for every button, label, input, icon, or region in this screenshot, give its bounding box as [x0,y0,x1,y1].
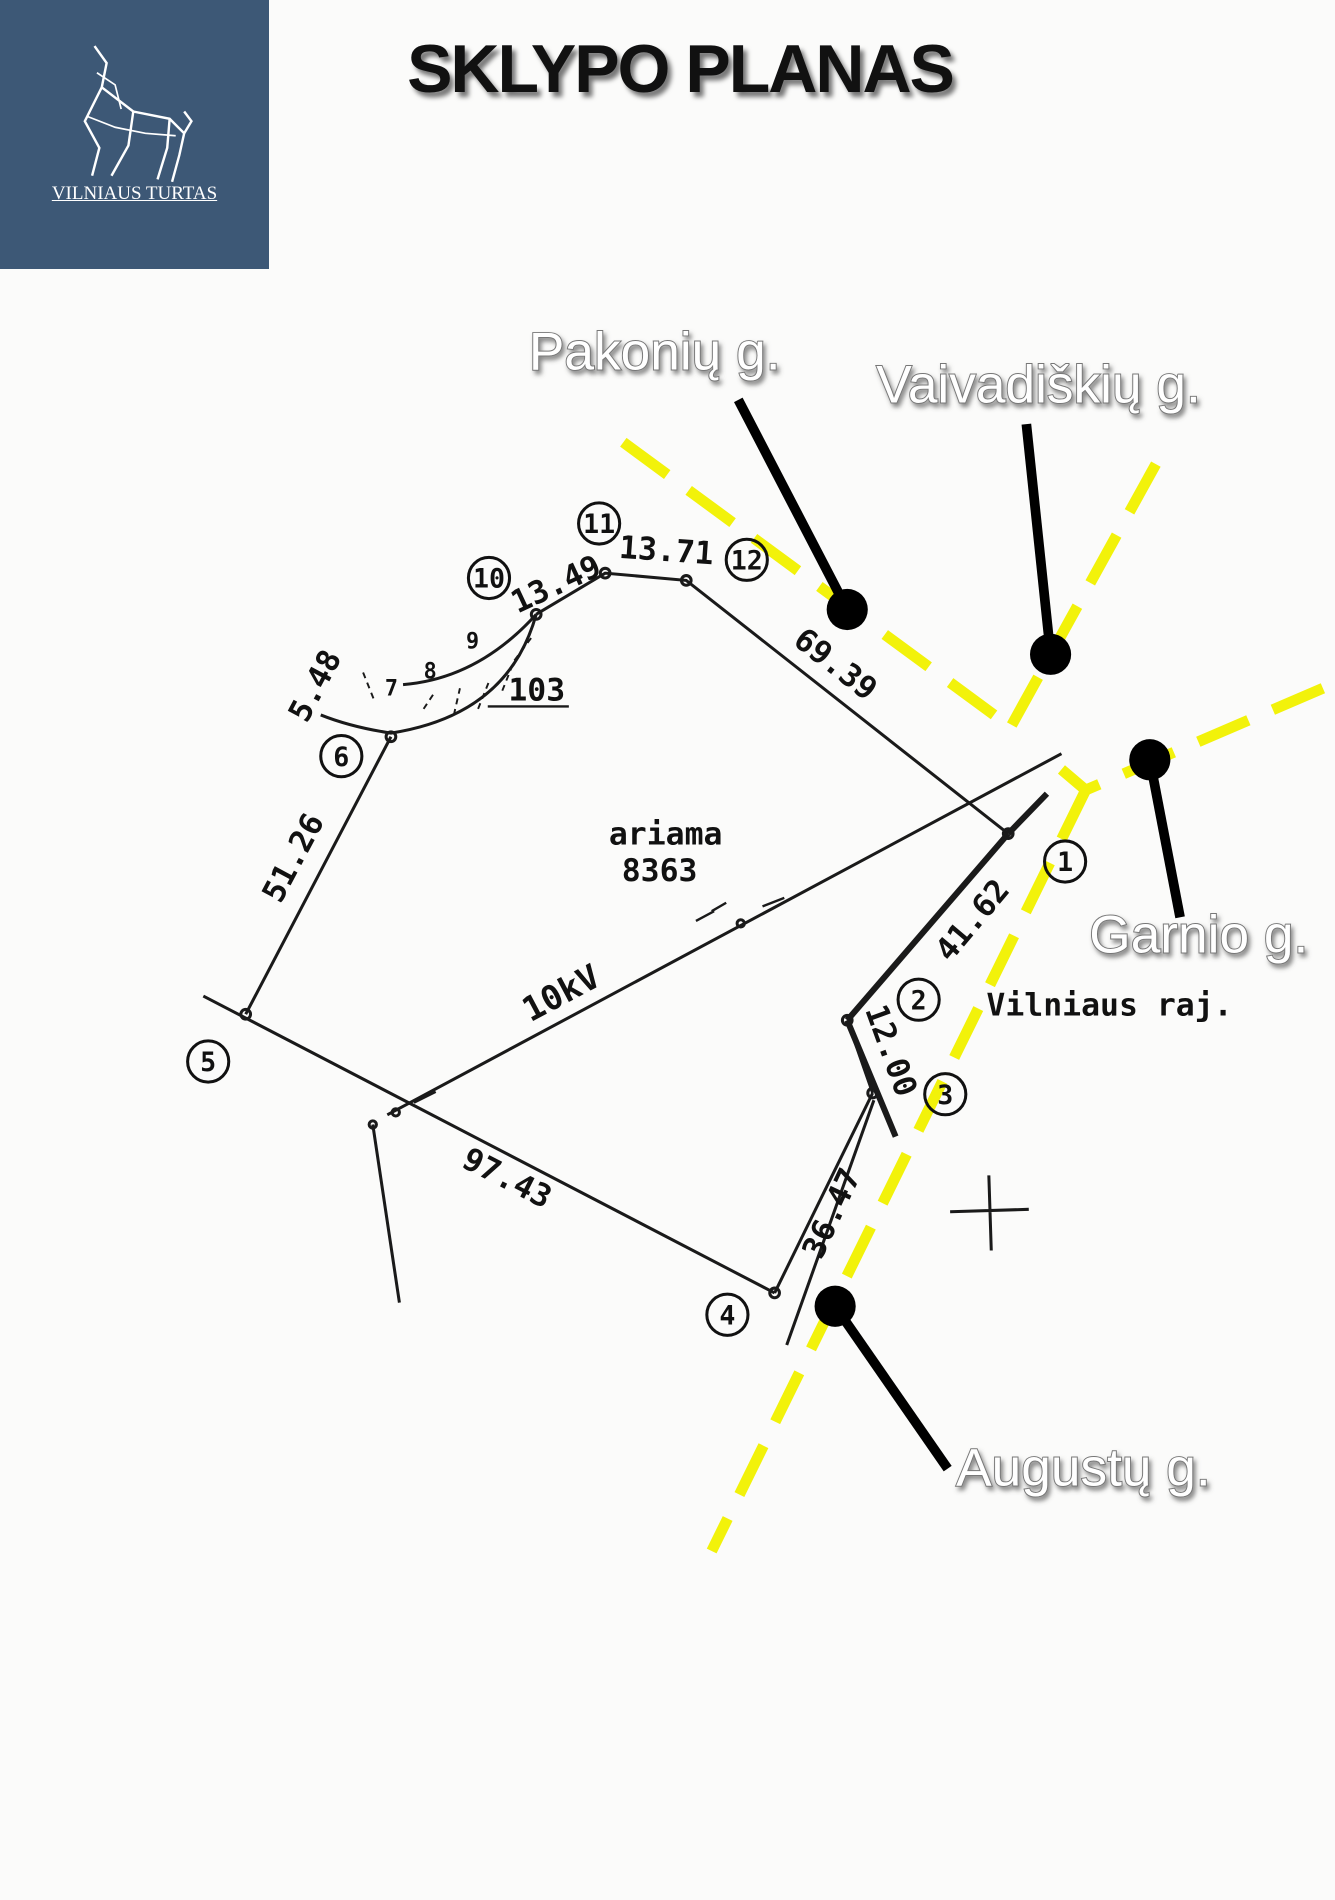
point-5: 5 [200,1047,216,1078]
hatched-area-id: 103 [508,672,565,708]
distance-10-11: 13.49 [506,548,607,621]
distance-5-6: 51.26 [256,808,332,909]
street-pointers [734,397,1185,1472]
logo-text: VILNIAUS TURTAS [51,183,218,204]
hatch-number-9: 9 [466,629,479,654]
point-3: 3 [937,1080,953,1111]
page-title: SKLYPO PLANAS [407,31,955,107]
road-augustu [706,787,1091,1554]
point-12: 12 [731,546,763,577]
wolf-icon [83,45,193,183]
land-use-label: ariama [609,817,723,853]
road-vaivadiskiu [1005,461,1161,730]
street-label-garnio: Garnio g. [1089,905,1308,964]
area-label: 8363 [622,853,698,889]
distance-12-1: 69.39 [787,621,884,708]
point-2: 2 [911,985,927,1016]
point-markers [186,501,1088,1337]
point-1: 1 [1057,847,1073,878]
street-label-pakoniu: Pakonių g. [529,323,781,382]
point-4: 4 [719,1300,735,1331]
power-line-label: 10kV [516,957,606,1030]
hatch-number-8: 8 [424,660,437,685]
street-label-augustu: Augustų g. [956,1439,1211,1498]
road-garnio [1057,683,1326,797]
hatch-number-7: 7 [385,677,398,702]
vilniaus-turtas-logo: VILNIAUS TURTAS [0,0,269,269]
distance-6-7: 5.48 [282,644,349,728]
district-label: Vilniaus raj. [986,987,1232,1023]
street-label-vaivadiskiu: Vaivadiškių g. [876,355,1201,414]
distance-11-12: 13.71 [618,530,715,573]
point-10: 10 [473,564,505,595]
roads [620,437,1326,1554]
point-6: 6 [333,742,349,773]
parcel-boundary [202,566,1063,1346]
point-11: 11 [583,509,615,540]
